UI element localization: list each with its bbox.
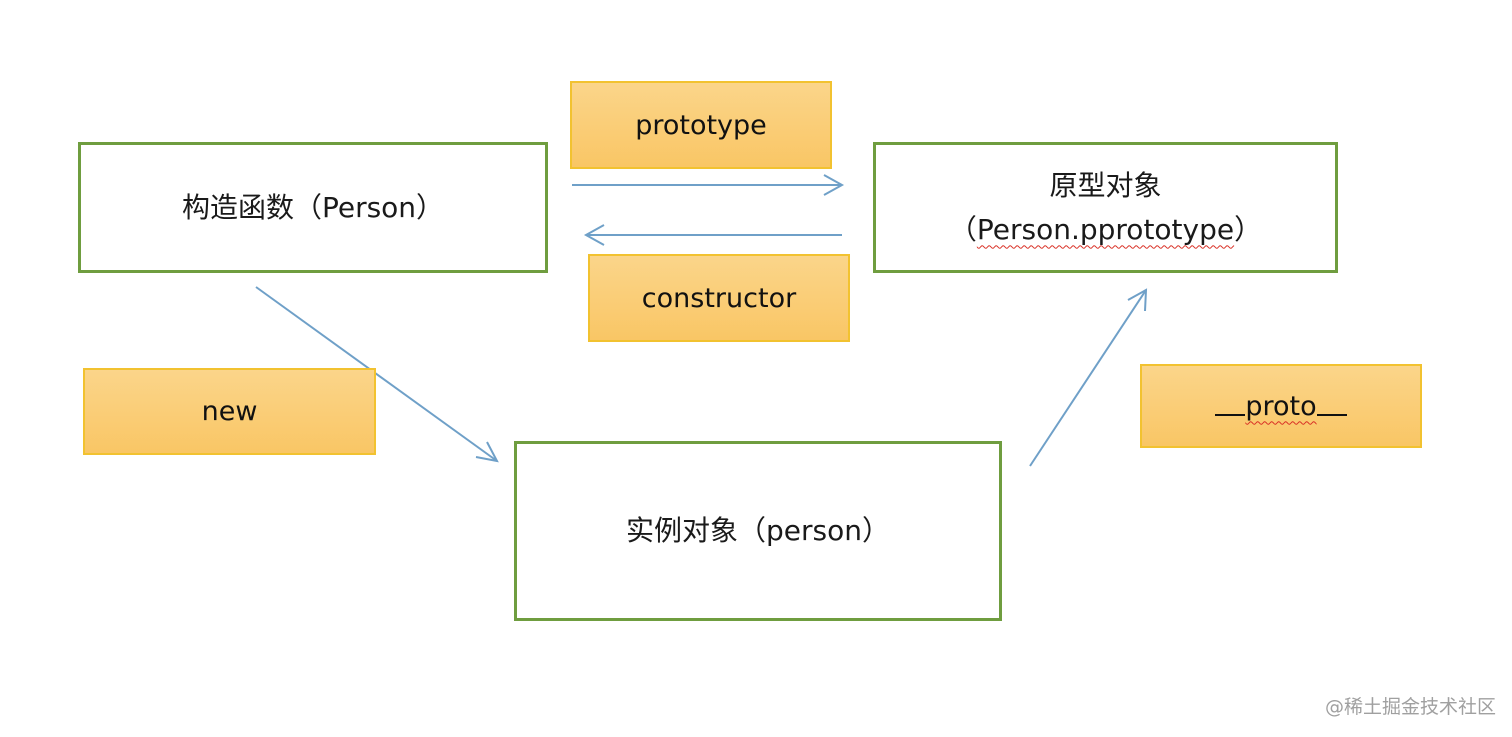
- arrow-prototype: [572, 174, 845, 196]
- constructor-edge-text: constructor: [641, 282, 797, 314]
- arrow-constructor: [583, 224, 842, 246]
- new-edge-text: new: [201, 396, 258, 427]
- proto-edge-label: proto: [1140, 364, 1422, 448]
- constructor-function-label: 构造函数（Person）: [181, 190, 445, 224]
- prototype-object-title: 原型对象: [1049, 168, 1162, 202]
- prototype-object-subtitle: （Person.pprototype）: [949, 208, 1262, 252]
- prototype-edge-text: prototype: [635, 109, 767, 141]
- prototype-object-name: Person.pprototype: [976, 212, 1235, 246]
- paren-open: （: [948, 212, 977, 246]
- instance-object-label: 实例对象（person）: [626, 514, 890, 547]
- arrow-new: [255, 286, 499, 463]
- new-edge-label: new: [83, 368, 376, 455]
- paren-close: ）: [1234, 212, 1263, 246]
- proto-edge-text: proto: [1245, 390, 1317, 422]
- constructor-edge-label: constructor: [588, 254, 850, 342]
- watermark: @稀土掘金技术社区: [1324, 696, 1496, 718]
- instance-object-node: 实例对象（person）: [514, 441, 1002, 621]
- prototype-object-node: 原型对象 （Person.pprototype）: [873, 142, 1338, 273]
- arrow-proto: [1029, 288, 1148, 467]
- prototype-edge-label: prototype: [570, 81, 832, 169]
- underscore-left: [1215, 396, 1246, 416]
- underscore-right: [1316, 396, 1347, 416]
- constructor-function-node: 构造函数（Person）: [78, 142, 548, 273]
